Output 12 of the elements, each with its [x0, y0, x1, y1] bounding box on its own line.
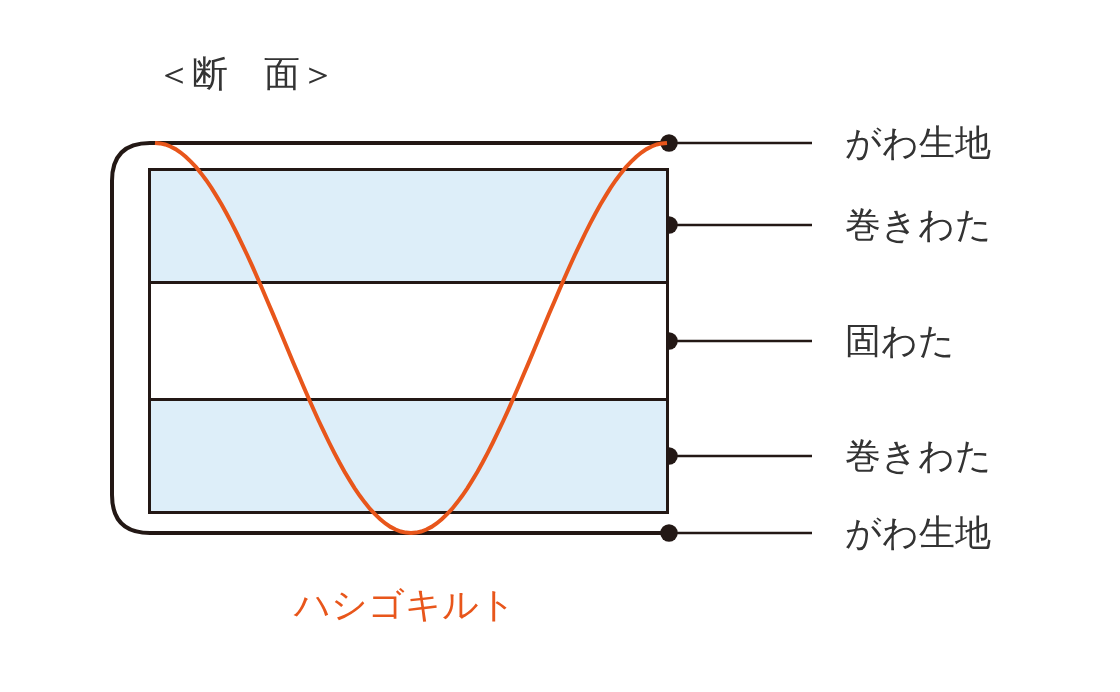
part-label: 固わた: [812, 319, 955, 363]
part-label: がわ生地: [812, 511, 991, 555]
quilt-type-label: ハシゴキルト: [294, 583, 516, 627]
section-title: ＜断 面＞: [156, 52, 336, 96]
part-label: 巻きわた: [812, 434, 992, 478]
leader-line: [660, 134, 812, 152]
wadding-layer: [148, 168, 669, 284]
part-label: 巻きわた: [812, 203, 992, 247]
wadding-layer: [148, 398, 669, 514]
part-label: がわ生地: [812, 121, 991, 165]
leader-line: [660, 524, 812, 542]
wadding-layer: [148, 284, 669, 398]
